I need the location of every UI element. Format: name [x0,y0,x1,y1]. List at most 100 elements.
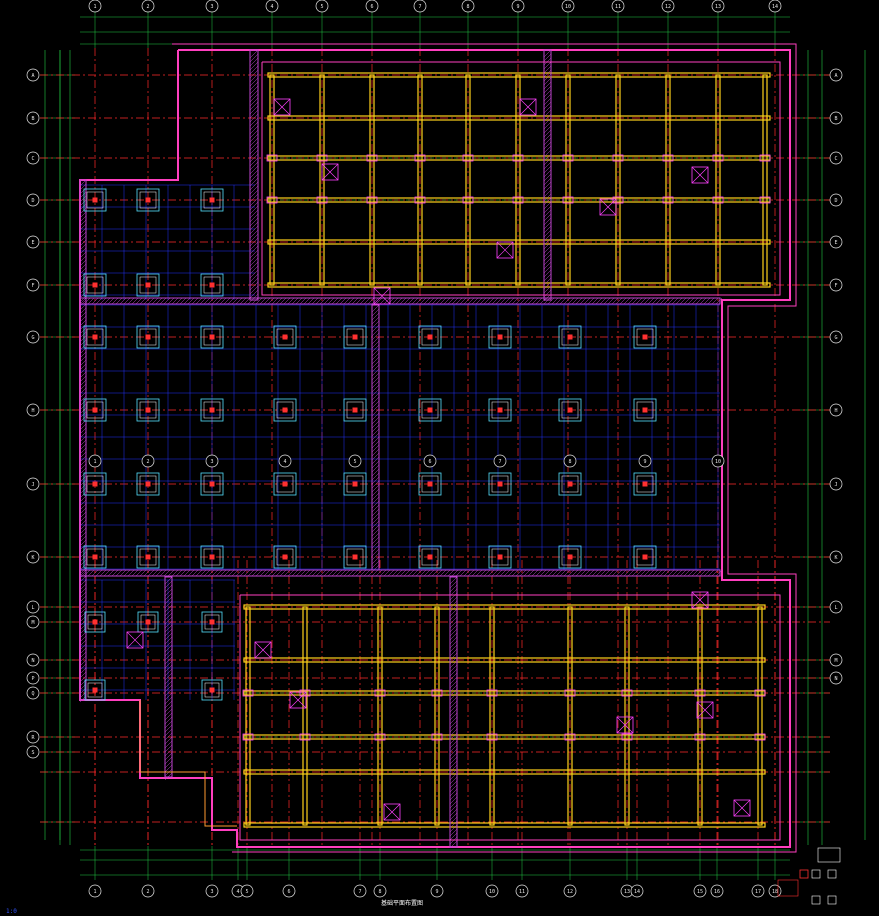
wall-hatch [79,191,87,199]
wall-hatch [479,297,487,305]
wall-hatch [435,297,443,305]
wall-hatch [219,297,227,305]
wall-hatch [155,297,163,305]
opening-crossed-box [519,98,537,116]
wall-hatch [249,65,259,75]
footing-middle [136,398,160,422]
wall-hatch [371,552,380,561]
beam-horizontal-lower [243,657,766,663]
wall-hatch [475,297,483,305]
wall-hatch [571,297,579,305]
axis-bubble-bottom: 9 [430,884,444,898]
axis-bubble-left: M [26,615,40,629]
wall-hatch [164,708,173,717]
axis-bubble-circle [661,0,675,13]
wall-hatch [449,652,458,661]
footing-middle-core [209,407,215,413]
wall-hatch [119,297,127,305]
wall-hatch [147,569,155,577]
wall-hatch [511,297,519,305]
footing-middle-core [427,407,433,413]
wall-hatch [371,368,380,377]
wall-hatch [183,569,191,577]
axis-bubble-label: 13 [715,4,721,10]
opening-box [733,799,751,817]
axis-bubble-circle [829,477,843,491]
footing-middle [488,398,512,422]
wall-hatch [371,536,380,545]
wall-hatch [164,772,173,781]
axis-bubble-left: E [26,235,40,249]
wall-hatch [543,213,552,222]
wall-hatch [249,161,259,171]
footing-middle [418,398,442,422]
axis-bubble-circle [829,550,843,564]
wall-hatch [543,257,552,266]
wall-hatch [375,297,383,305]
wall-hatch [449,668,458,677]
wall-hatch [79,435,87,443]
footing-middle [83,545,107,569]
axis-bubble-left: Q [26,686,40,700]
wall-hatch [79,239,87,247]
beam-vertical-upper [615,74,621,286]
axis-bubble-mid: 5 [348,454,362,468]
wall-hatch [449,592,458,601]
wall-hatch [203,297,211,305]
wall-hatch [164,628,173,637]
wall-hatch [249,197,259,207]
wall-hatch [371,480,380,489]
wall-hatch [163,297,171,305]
wall-hatch [249,109,259,119]
footing-left-lower-inner [140,614,156,630]
wall-hatch [249,257,259,267]
wall-hatch [567,297,575,305]
wall-hatch [543,285,552,294]
wall-hatch [503,569,511,577]
wall-hatch [691,569,699,577]
footing-left-upper-core [92,282,98,288]
wall-hatch [164,728,173,737]
wall-hatch [79,375,87,383]
wall-hatch [371,524,380,533]
wall-hatch [449,604,458,613]
wall-hatch [543,233,552,242]
footing-left-lower-core [145,619,151,625]
opening-cross [691,166,709,184]
footing-middle-inner [491,475,509,493]
axis-bubble-circle [693,884,707,898]
wall-hatch [611,297,619,305]
axis-bubble-label: 7 [418,4,421,10]
wall-hatch [683,569,691,577]
wall-hatch [249,285,259,295]
wall-hatch [543,253,552,262]
axis-bubble-label: 9 [643,459,646,465]
wall-hatch [249,177,259,187]
wall-hatch [249,217,259,227]
axis-bubble-circle [88,0,102,13]
wall-hatch [507,569,515,577]
wall-hatch [167,569,175,577]
wall-hatch [449,612,458,621]
wall-hatch [449,840,458,849]
pile-cap-upper [662,196,674,204]
wall-hatch [315,569,323,577]
wall-hatch [164,688,173,697]
wall-hatch [79,671,87,679]
footing-middle-core [282,554,288,560]
wall-hatch [99,569,107,577]
wall-hatch [79,247,87,255]
axis-bubble-right: E [829,235,843,249]
wall-hatch [164,644,173,653]
axis-bubble-bottom: 1 [88,884,102,898]
axis-bubble-left: P [26,671,40,685]
wall-hatch [543,205,552,214]
drawing-title: 基础平面布置图 [381,899,423,907]
footing-middle-inner [561,475,579,493]
axis-bubble-mid: 3 [205,454,219,468]
axis-bubble-circle [26,745,40,759]
wall-hatch [143,569,151,577]
footing-middle [488,545,512,569]
walls-and-boundary [79,43,797,853]
wall-hatch [123,297,131,305]
